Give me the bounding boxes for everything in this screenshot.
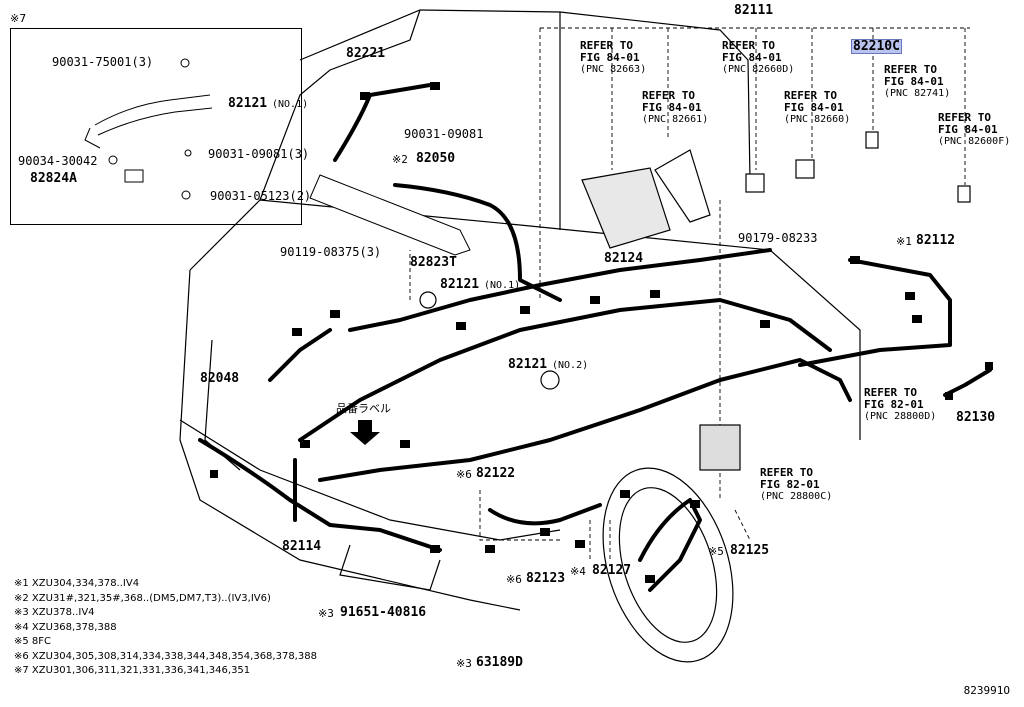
part-82112: 82112 xyxy=(916,233,956,248)
part-82127: 82127 xyxy=(592,563,632,578)
part-82114: 82114 xyxy=(282,539,322,554)
part-82121-no2-suffix: (NO.2) xyxy=(552,360,589,371)
part-90031-09081: 90031-09081 xyxy=(404,127,484,141)
part-82048: 82048 xyxy=(200,371,240,386)
wire-82221 xyxy=(333,83,432,162)
inset-box xyxy=(10,28,302,225)
part-82112-mark: ※1 xyxy=(896,235,912,248)
part-63189d-mark: ※3 xyxy=(456,657,472,670)
part-82127-mark: ※4 xyxy=(570,565,586,578)
wire-82048 xyxy=(268,328,332,382)
legend-item: ※2 XZU31#,321,35#,368..(DM5,DM7,T3)..(IV… xyxy=(14,592,271,604)
part-82122-mark: ※6 xyxy=(456,468,472,481)
part-90031-09081-inset: 90031-09081(3) xyxy=(208,147,310,161)
wire-82123 xyxy=(488,503,602,526)
part-82124: 82124 xyxy=(604,251,644,266)
leader-lines xyxy=(409,27,970,560)
wire-main-a xyxy=(298,298,832,442)
part-82221: 82221 xyxy=(346,46,386,61)
part-90031-75001: 90031-75001(3) xyxy=(52,55,154,69)
part-82121-no1: 82121 xyxy=(440,277,480,292)
legend-item: ※1 XZU304,334,378..IV4 xyxy=(14,578,140,589)
bracket-plate xyxy=(654,149,711,223)
part-90034-30042: 90034-30042 xyxy=(18,154,98,168)
part-63189d: 63189D xyxy=(476,655,523,670)
part-82121-inset: 82121 xyxy=(228,96,268,111)
connector-blocks xyxy=(210,82,993,583)
part-number-label-tag: 品番ラベル xyxy=(336,402,391,415)
wire-main-b xyxy=(318,358,852,482)
ecu-bracket xyxy=(581,167,671,249)
wire-82114 xyxy=(198,438,442,552)
part-82123: 82123 xyxy=(526,571,566,586)
diagram-id: 823991O xyxy=(963,684,1010,697)
part-90031-05123: 90031-05123(2) xyxy=(210,189,312,203)
clip-82823t xyxy=(419,291,437,309)
connector-82741 xyxy=(865,131,879,149)
part-82121-no2: 82121 xyxy=(508,357,548,372)
wire-82125 xyxy=(638,498,702,592)
inset-mark: ※7 xyxy=(10,12,27,25)
wire-main-c xyxy=(348,248,772,332)
part-82130: 82130 xyxy=(956,410,996,425)
clamp-82121-no2 xyxy=(540,370,560,390)
connector-82600f xyxy=(957,185,971,203)
junction-block xyxy=(699,424,741,471)
part-90119-08375: 90119-08375(3) xyxy=(280,245,382,259)
wire-82130 xyxy=(943,368,992,397)
legend-item: ※5 8FC xyxy=(14,636,52,647)
relay-82660d xyxy=(745,173,765,193)
legend-item: ※7 XZU301,306,311,321,331,336,341,346,35… xyxy=(14,665,251,676)
relay-82660 xyxy=(795,159,815,179)
part-91651-40816-mark: ※3 xyxy=(318,607,334,620)
part-82121-inset-suffix: (NO.1) xyxy=(272,99,309,110)
part-82824a: 82824A xyxy=(30,171,77,186)
arrow-82050 xyxy=(309,174,471,256)
legend-item: ※3 XZU378..IV4 xyxy=(14,607,95,618)
part-82823t: 82823T xyxy=(410,255,457,270)
part-82125-mark: ※5 xyxy=(708,545,724,558)
legend-item: ※4 XZU368,378,388 xyxy=(14,621,117,633)
wire-82112 xyxy=(798,258,952,367)
part-91651-40816: 91651-40816 xyxy=(340,605,427,620)
part-82121-no1-suffix: (NO.1) xyxy=(484,280,521,291)
components xyxy=(419,131,971,471)
label-arrow xyxy=(350,420,380,445)
part-82123-mark: ※6 xyxy=(506,573,522,586)
part-90179-08233: 90179-08233 xyxy=(738,231,818,245)
part-82210c[interactable]: 82210C xyxy=(851,39,902,54)
applicability-legend: ※1 XZU304,334,378..IV4 ※2 XZU31#,321,35#… xyxy=(14,577,317,679)
part-82111: 82111 xyxy=(734,3,774,18)
harness-wires xyxy=(198,83,992,592)
wire-82050 xyxy=(393,183,562,302)
part-82050-mark: ※2 xyxy=(392,153,408,166)
inset-drawing xyxy=(84,58,213,200)
legend-item: ※6 XZU304,305,308,314,334,338,344,348,35… xyxy=(14,650,317,662)
part-82122: 82122 xyxy=(476,466,516,481)
part-82125: 82125 xyxy=(730,543,770,558)
part-82050: 82050 xyxy=(416,151,456,166)
